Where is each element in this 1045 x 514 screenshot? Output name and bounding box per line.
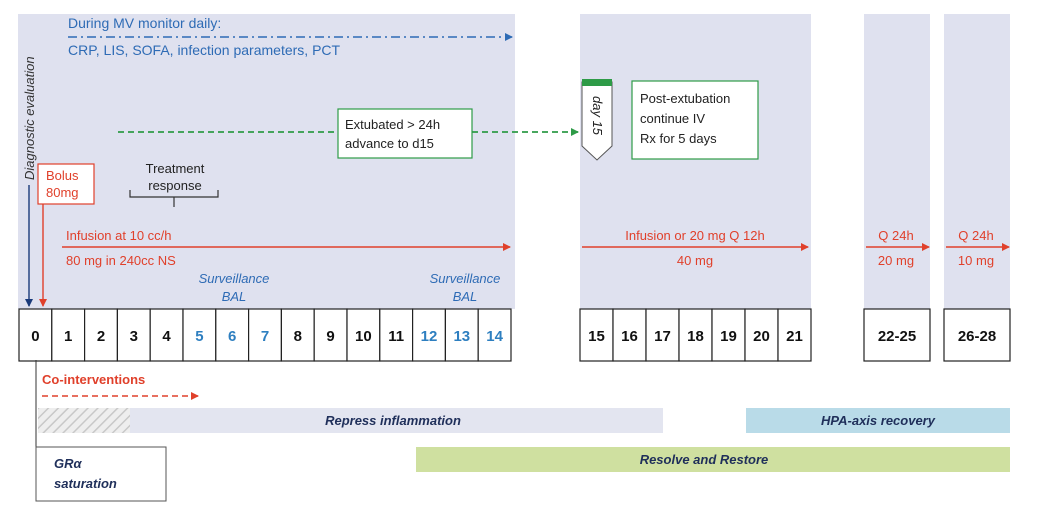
co-interventions-label: Co-interventions bbox=[42, 372, 145, 387]
day-label: 0 bbox=[31, 328, 39, 345]
day-label: 1 bbox=[64, 328, 72, 345]
infusion2-line1: Infusion or 20 mg Q 12h bbox=[625, 228, 764, 243]
bolus-line2: 80mg bbox=[46, 185, 79, 200]
day-cell bbox=[744, 308, 779, 362]
infusion2-line2: 40 mg bbox=[677, 253, 713, 268]
extubated-line2: advance to d15 bbox=[345, 136, 434, 151]
day15-label: day 15 bbox=[590, 96, 605, 136]
extubated-box bbox=[337, 108, 473, 159]
repress-label: Repress inflammation bbox=[325, 413, 461, 428]
bolus-box bbox=[37, 163, 95, 205]
q24-phase3-line1: Q 24h bbox=[878, 228, 913, 243]
day-cell bbox=[863, 308, 931, 362]
treatment-response-bracket bbox=[129, 190, 219, 207]
day-label: 12 bbox=[421, 328, 438, 345]
gra-line2: saturation bbox=[54, 476, 117, 491]
day-cell bbox=[280, 308, 315, 362]
day-label: 4 bbox=[162, 328, 171, 345]
extubated-line1: Extubated > 24h bbox=[345, 117, 440, 132]
day-label: 5 bbox=[195, 328, 203, 345]
repress-bar bbox=[130, 408, 663, 433]
day-label: 3 bbox=[130, 328, 138, 345]
phase4-panel bbox=[944, 14, 1010, 309]
hpa-bar bbox=[746, 408, 1010, 433]
day-cell bbox=[678, 308, 713, 362]
day-cell bbox=[444, 308, 479, 362]
day-cell bbox=[379, 308, 414, 362]
post-extubation-line1: Post-extubation bbox=[640, 91, 730, 106]
day-cell bbox=[412, 308, 447, 362]
gra-box bbox=[35, 446, 167, 502]
infusion1-line2: 80 mg in 240cc NS bbox=[66, 253, 176, 268]
surveillance1-line1: Surveillance bbox=[199, 271, 270, 286]
day-label: 13 bbox=[453, 328, 470, 345]
phase3-panel bbox=[864, 14, 930, 309]
day-cell bbox=[51, 308, 86, 362]
surveillance2-line1: Surveillance bbox=[430, 271, 501, 286]
day-cell bbox=[612, 308, 647, 362]
day-cell bbox=[182, 308, 217, 362]
infusion1-line1: Infusion at 10 cc/h bbox=[66, 228, 172, 243]
surveillance2-line2: BAL bbox=[453, 289, 478, 304]
day-cell bbox=[777, 308, 812, 362]
treatment-response-line2: response bbox=[148, 178, 201, 193]
q24-phase4-line2: 10 mg bbox=[958, 253, 994, 268]
day-label: 26-28 bbox=[958, 328, 996, 345]
gra-line1: GRα bbox=[54, 456, 83, 471]
day15-tag-top bbox=[582, 79, 612, 86]
resolve-label: Resolve and Restore bbox=[640, 452, 769, 467]
resolve-bar bbox=[416, 447, 1010, 472]
diagnostic-label: Diagnostic evaluation bbox=[22, 56, 37, 180]
phase2-panel bbox=[580, 14, 811, 309]
post-extubation-line2: continue IV bbox=[640, 111, 705, 126]
day-cell bbox=[645, 308, 680, 362]
monitor-title: During MV monitor daily: bbox=[68, 15, 221, 31]
day-label: 6 bbox=[228, 328, 236, 345]
q24-phase3-line2: 20 mg bbox=[878, 253, 914, 268]
day-label: 20 bbox=[753, 328, 770, 345]
day-cell bbox=[579, 308, 614, 362]
day-label: 2 bbox=[97, 328, 105, 345]
day-label: 19 bbox=[720, 328, 737, 345]
day-cell bbox=[943, 308, 1011, 362]
day-cell bbox=[215, 308, 250, 362]
treatment-response-line1: Treatment bbox=[146, 161, 205, 176]
day-label: 18 bbox=[687, 328, 704, 345]
day-label: 8 bbox=[294, 328, 302, 345]
day-cell bbox=[313, 308, 348, 362]
day-label: 16 bbox=[621, 328, 638, 345]
post-extubation-box bbox=[631, 80, 759, 160]
repress-hatch bbox=[38, 408, 130, 433]
day-label: 10 bbox=[355, 328, 372, 345]
phase1-panel bbox=[18, 14, 515, 309]
day-label: 7 bbox=[261, 328, 269, 345]
day-label: 22-25 bbox=[878, 328, 916, 345]
q24-phase4-line1: Q 24h bbox=[958, 228, 993, 243]
day-label: 14 bbox=[486, 328, 503, 345]
day-label: 15 bbox=[588, 328, 605, 345]
surveillance1-line2: BAL bbox=[222, 289, 247, 304]
day-cell bbox=[477, 308, 512, 362]
hpa-label: HPA-axis recovery bbox=[821, 413, 936, 428]
day-label: 21 bbox=[786, 328, 803, 345]
day-label: 11 bbox=[388, 328, 404, 345]
day-cell bbox=[116, 308, 151, 362]
monitor-params: CRP, LIS, SOFA, infection parameters, PC… bbox=[68, 42, 341, 58]
post-extubation-line3: Rx for 5 days bbox=[640, 131, 717, 146]
day-label: 17 bbox=[654, 328, 671, 345]
day-label: 9 bbox=[326, 328, 334, 345]
bolus-line1: Bolus bbox=[46, 168, 79, 183]
